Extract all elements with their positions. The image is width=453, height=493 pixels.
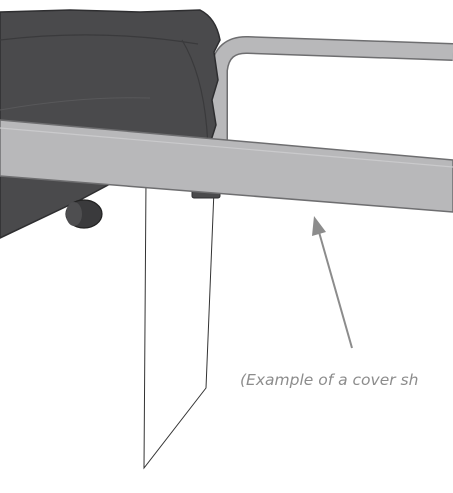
caption-text: (Example of a cover sh xyxy=(240,371,418,389)
arrow-up-left-icon xyxy=(312,216,353,349)
rail-frame-bend xyxy=(210,36,453,140)
cover-sheet xyxy=(143,179,215,470)
horizontal-rail xyxy=(0,119,453,213)
caster-wheel xyxy=(65,199,103,229)
